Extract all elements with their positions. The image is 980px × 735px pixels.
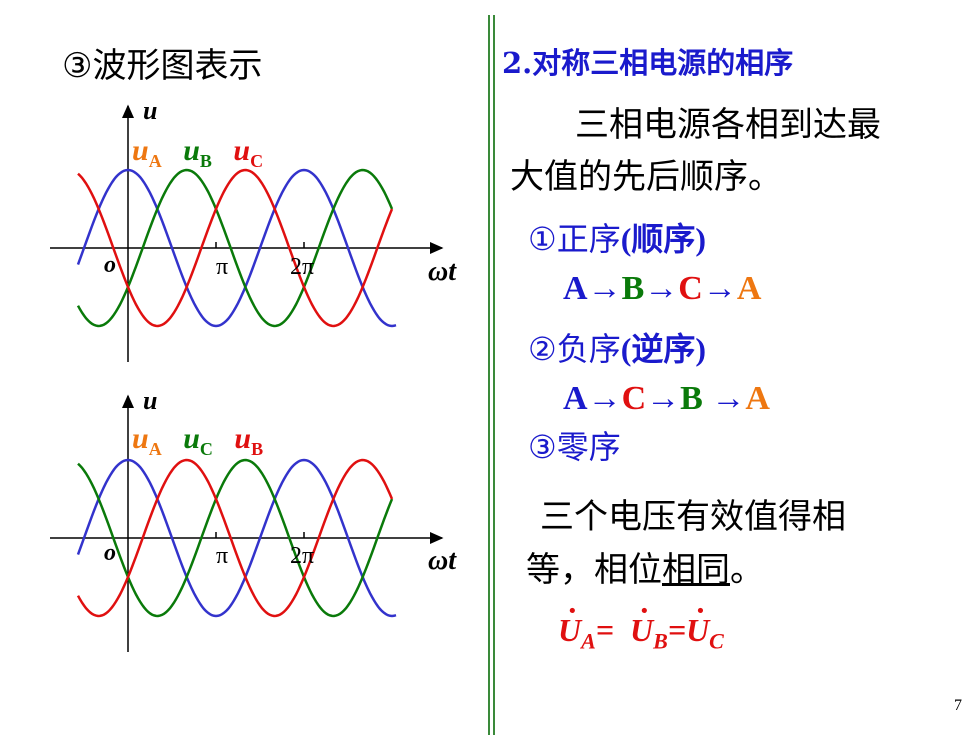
description-line-1: 三相电源各相到达最 (575, 105, 881, 145)
plot2-legend: uA uC uB (132, 422, 263, 460)
plot1-tick-pi: π (216, 254, 229, 280)
curve-ua (76, 168, 397, 328)
plot1-legend-ub: uB (183, 134, 212, 171)
phasor-ua: ·UA (558, 592, 596, 654)
waveform-heading: ③波形图表示 (62, 46, 263, 86)
plot2-x-axis-label: ωt (428, 545, 457, 576)
zero-description-line-1: 三个电压有效值得相 (540, 497, 846, 537)
phasor-uc: ·UC (686, 592, 724, 654)
phasor-equation: ·UA= ·UB=·UC (558, 592, 724, 654)
plot2-legend-uc: uC (183, 422, 213, 459)
waveform-plots (50, 104, 444, 652)
page-number: 7 (954, 697, 962, 714)
positive-sequence: A→B→C→A (563, 270, 762, 307)
column-divider (488, 15, 490, 735)
zero-sequence-label: ③零序 (528, 428, 621, 466)
plot1-y-axis-label: u (143, 96, 158, 125)
plot1-x-axis-label: ωt (428, 256, 457, 287)
waveform-plot-positive (50, 104, 444, 362)
plot2-tick-2pi: 2π (290, 543, 315, 569)
plot1-legend-uc: uC (233, 134, 264, 171)
plot2-tick-pi: π (216, 543, 229, 569)
column-divider-secondary (493, 15, 495, 735)
plot2-legend-ub: uB (234, 422, 264, 459)
plot1-legend-ua: uA (132, 134, 162, 171)
curve-ua (76, 458, 397, 618)
plot1-tick-2pi: 2π (290, 254, 315, 280)
zero-description-line-2: 等，相位相同。 (526, 550, 764, 590)
negative-sequence-label: ②负序(逆序) (528, 330, 707, 368)
curve-ub (76, 168, 394, 328)
phase-sequence-heading: 2.对称三相电源的相序 (502, 46, 794, 80)
plot2-origin-label: o (104, 540, 116, 566)
curve-uc (77, 458, 394, 618)
plot2-y-axis-label: u (143, 386, 158, 415)
curve-uc (77, 168, 394, 328)
description-line-2: 大值的先后顺序。 (510, 157, 782, 197)
curve-ub (76, 458, 394, 618)
plot1-legend: uA uB uC (132, 134, 263, 172)
plot1-origin-label: o (104, 252, 116, 278)
waveform-plot-negative (50, 394, 444, 652)
negative-sequence: A→C→B →A (563, 380, 770, 417)
positive-sequence-label: ①正序(顺序) (528, 220, 707, 258)
phasor-ub: ·UB (630, 592, 668, 654)
plot2-legend-ua: uA (132, 422, 162, 459)
